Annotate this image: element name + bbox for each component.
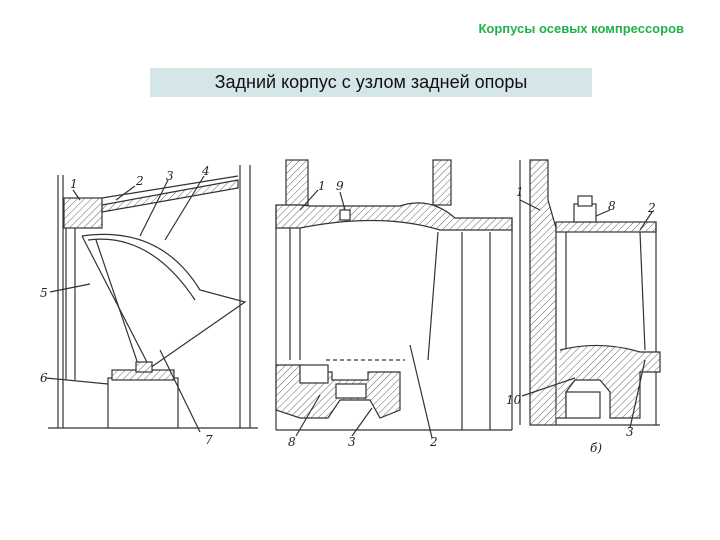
middle-view: [275, 159, 513, 439]
middle-label-8: 8: [288, 435, 296, 449]
right-label-10: 10: [506, 393, 522, 407]
left-view: [45, 165, 258, 433]
right-label-3: 3: [626, 425, 634, 439]
right-view: [519, 159, 661, 429]
right-caption: б): [590, 441, 602, 455]
left-label-6: 6: [40, 371, 48, 385]
right-label-1: 1: [516, 185, 524, 199]
middle-label-1: 1: [318, 179, 326, 193]
middle-label-9: 9: [336, 179, 344, 193]
left-label-3: 3: [166, 169, 174, 183]
middle-view-labels: 1 9 8 3 2: [288, 179, 438, 449]
left-label-5: 5: [40, 286, 48, 300]
header-subject: Корпусы осевых компрессоров: [478, 21, 684, 36]
left-label-1: 1: [70, 177, 78, 191]
left-view-labels: 1 2 3 4 5 6 7: [40, 164, 213, 447]
slide-title: Задний корпус с узлом задней опоры: [150, 68, 592, 97]
left-label-7: 7: [205, 433, 213, 447]
middle-label-2: 2: [429, 435, 438, 449]
left-label-2: 2: [135, 174, 144, 188]
right-label-8: 8: [608, 199, 616, 213]
left-label-4: 4: [201, 164, 210, 178]
middle-label-3: 3: [348, 435, 356, 449]
right-view-labels: 1 8 2 10 3 б): [506, 185, 656, 455]
right-label-2: 2: [647, 201, 656, 215]
